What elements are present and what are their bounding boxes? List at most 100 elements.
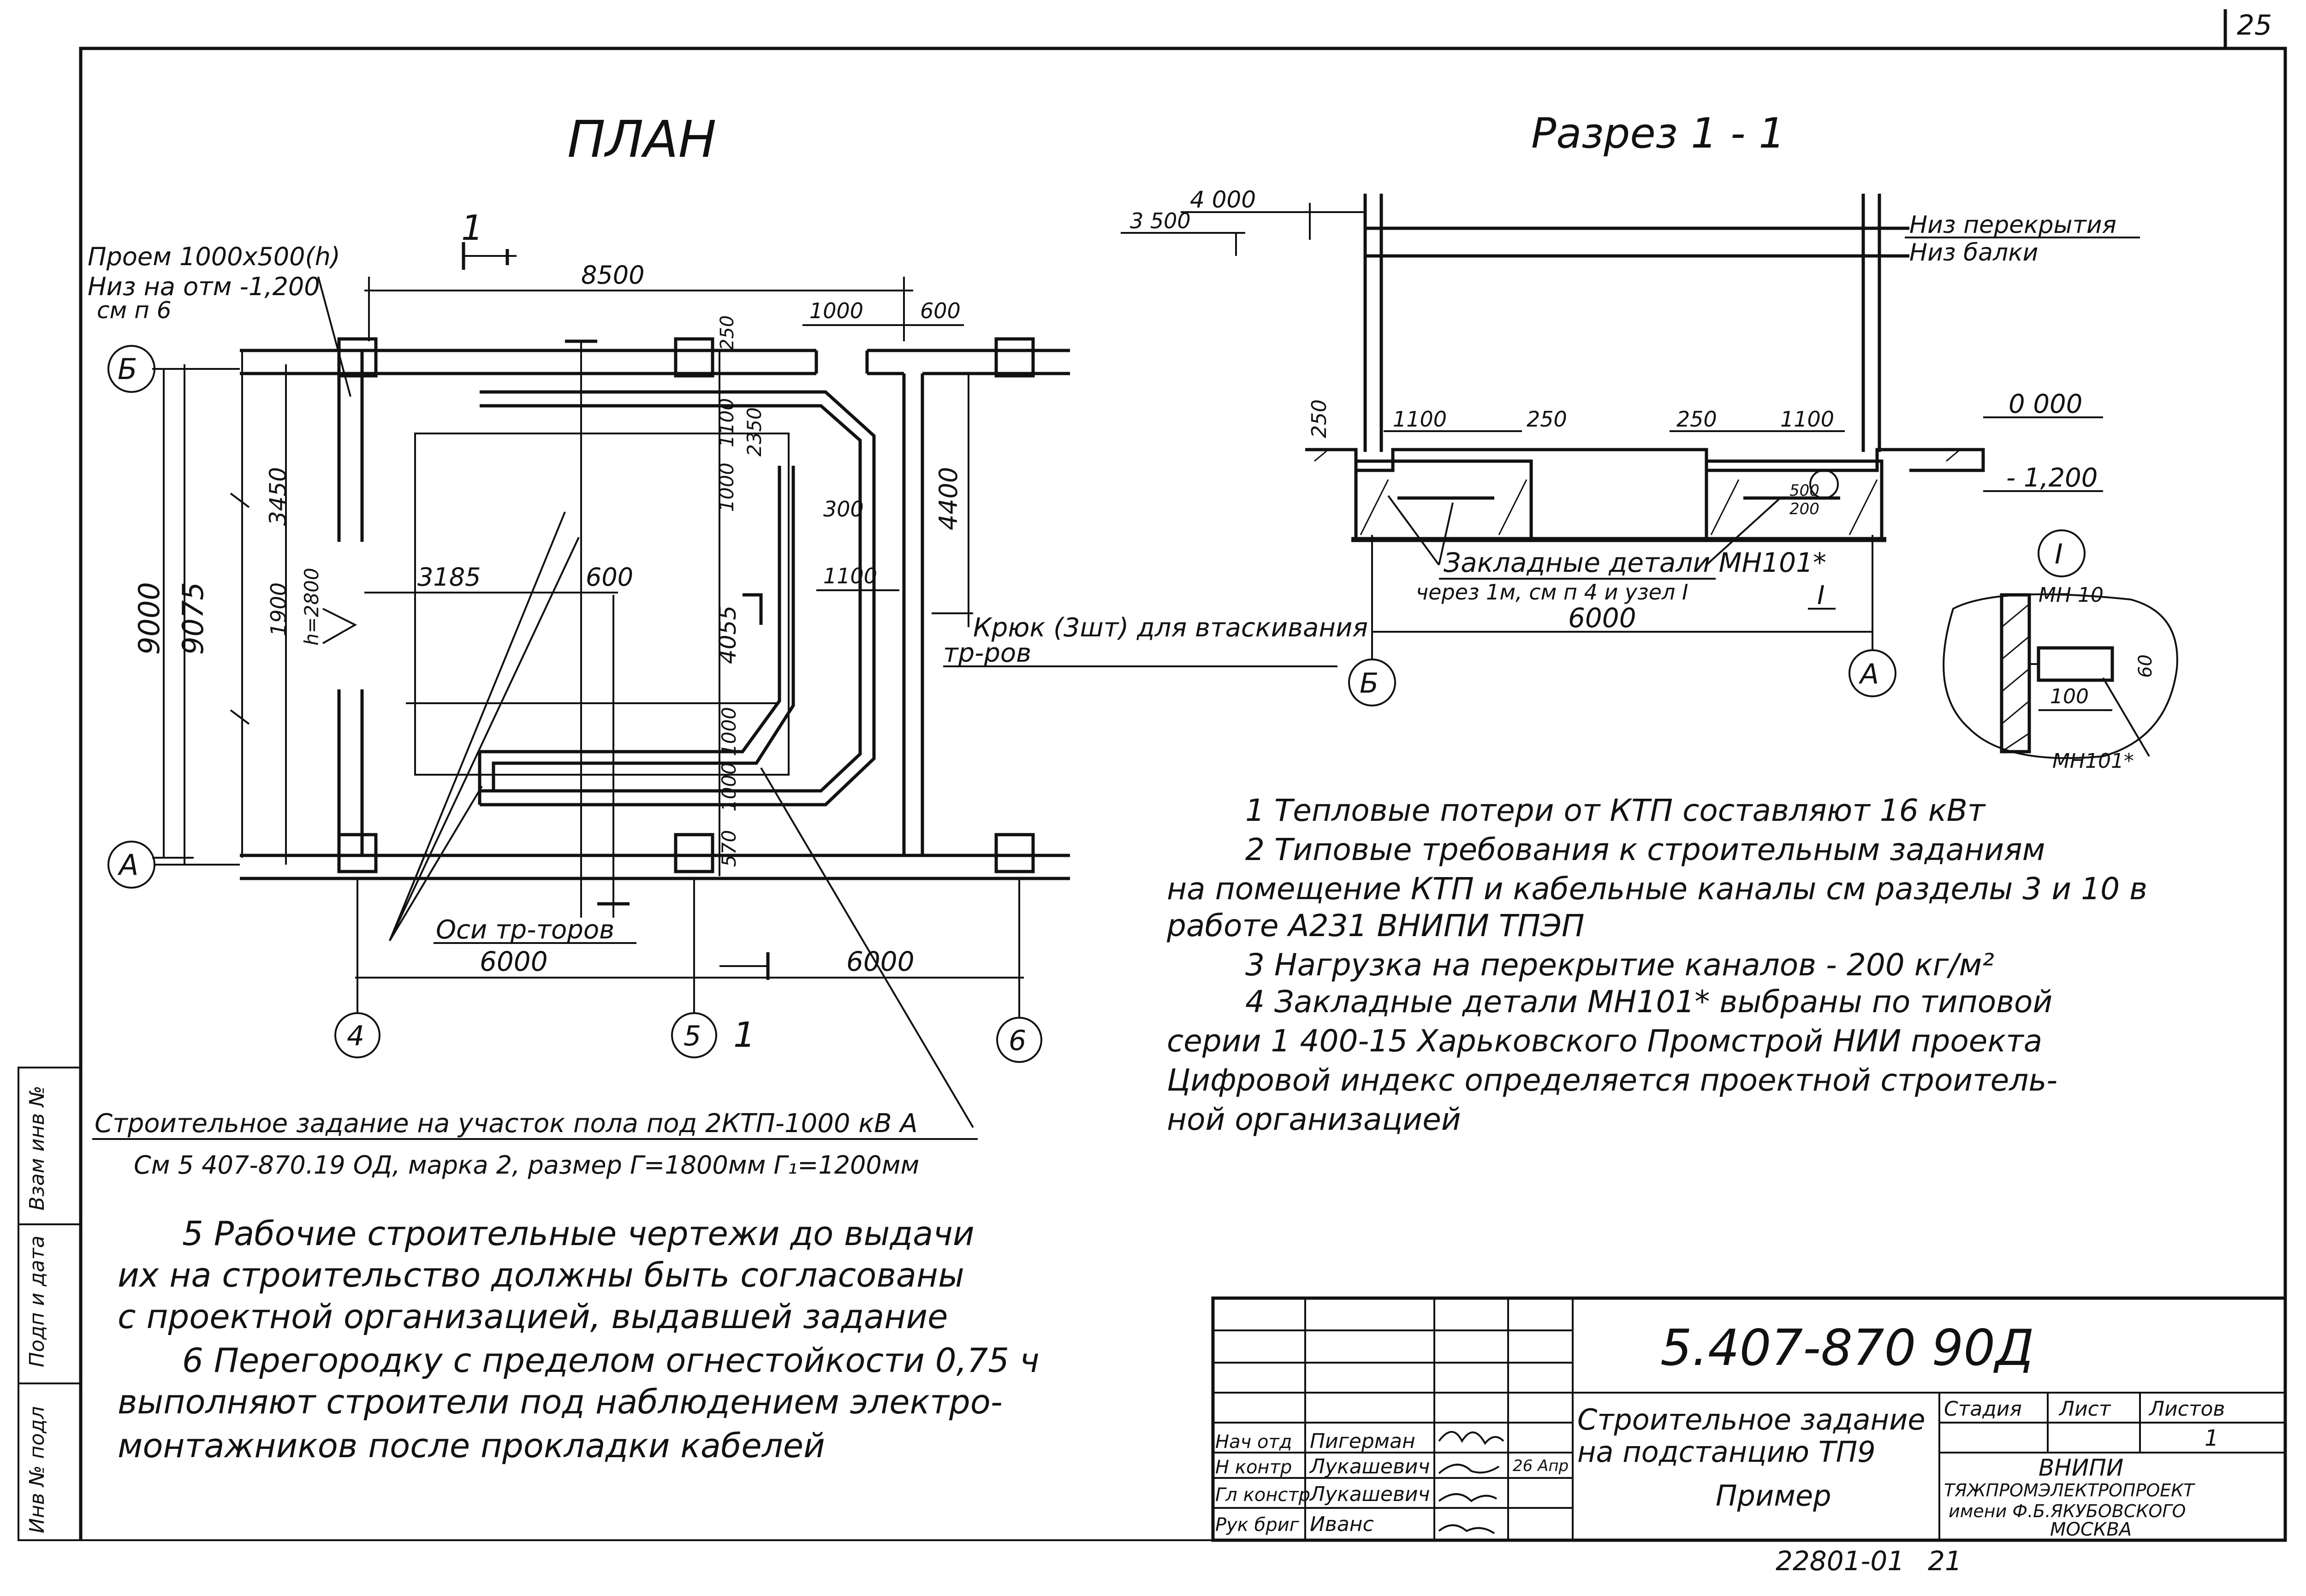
sign-date: 26 Апр [1513, 1457, 1569, 1475]
beam-bottom-label: Низ балки [1909, 239, 2038, 267]
embed-note: Закладные детали МН101* [1444, 547, 1826, 578]
stage-header: Стадия [1944, 1397, 2022, 1421]
dim-4055: 4055 [714, 605, 741, 664]
dim-600: 600 [920, 298, 961, 323]
role: Гл констр [1215, 1484, 1310, 1506]
node-ref: I [1817, 581, 1825, 611]
axis-5-label: 5 [683, 1020, 701, 1052]
axis-bubble-4 [334, 1012, 380, 1058]
hook-note-2: тр-ров [943, 638, 1031, 668]
hook-note-1: Крюк (3шт) для втаскивания [973, 613, 1368, 643]
dim-8500: 8500 [581, 261, 644, 290]
note-line: ной организацией [1167, 1102, 1461, 1137]
sec-dim-0000: 0 000 [2009, 389, 2082, 419]
note-line: на помещение КТП и кабельные каналы см р… [1167, 871, 2147, 907]
node-mark-circle [2038, 529, 2086, 577]
doc-code: 5.407-870 90Д [1660, 1319, 2034, 1377]
cable-channel-left [1354, 459, 1533, 541]
role: Нач отд [1215, 1431, 1292, 1453]
note-lower-line: с проектной организацией, выдавшей задан… [118, 1297, 948, 1336]
title-block: 5.407-870 90Д Нач отд Н контр Гл констр … [1211, 1296, 2287, 1542]
column [994, 833, 1035, 873]
dim-9000: 9000 [132, 582, 166, 655]
stamp-orig-inv: Инв № подл [25, 1406, 49, 1533]
assignment-block: Строительное задание на участок пола под… [92, 1109, 978, 1180]
note-line: 1 Тепловые потери от КТП составляют 16 к… [1245, 793, 1986, 828]
sec-dim-250a: 250 [1308, 399, 1331, 438]
sec-dim-4000: 4 000 [1190, 186, 1256, 213]
note-lower-line: 5 Рабочие строительные чертежи до выдачи [182, 1214, 975, 1253]
dim-600-plan: 600 [586, 563, 633, 592]
role: Рук бриг [1215, 1514, 1300, 1536]
node-mark: I [2055, 538, 2063, 570]
sec-dim-1100a: 1100 [1393, 407, 1447, 432]
footer: 22801-01 21 [1776, 1545, 1962, 1577]
sec-dim-250b: 250 [1527, 407, 1567, 432]
axis-6-label: 6 [1009, 1025, 1026, 1057]
note-lower-line: выполняют строители под наблюдением элек… [118, 1382, 1003, 1421]
name: Пигерман [1310, 1430, 1415, 1453]
sec-dim-500: 500 [1789, 481, 1819, 500]
dim-300: 300 [823, 497, 864, 522]
assignment-title: Строительное задание на участок пола под… [95, 1109, 918, 1139]
dim-1000: 1000 [809, 298, 863, 323]
sec-dim-3500: 3 500 [1130, 208, 1191, 233]
column [674, 833, 714, 873]
stamp-signature-date: Подп и дата [25, 1235, 49, 1367]
dim-h2800: h=2800 [300, 568, 323, 646]
sec-dim-250c: 250 [1676, 407, 1717, 432]
note-line: Цифровой индекс определяется проектной с… [1167, 1062, 2057, 1098]
dim-1000-lower: 1000 [718, 707, 740, 756]
note-line: 4 Закладные детали МН101* выбраны по тип… [1245, 984, 2052, 1020]
node-dim-60: 60 [2135, 654, 2156, 678]
sec-axis-a: А [1858, 658, 1879, 690]
opening-note-2: Низ на отм -1,200 [88, 272, 320, 301]
axis-bubble-6 [996, 1017, 1042, 1063]
section-view: Разрез 1 - 1 4 000 3 500 Низ перекрытия … [1121, 109, 2140, 706]
column [337, 337, 378, 378]
plan-title: ПЛАН [567, 110, 716, 169]
axis-b-label: Б [118, 352, 137, 386]
plan-view: ПЛАН Проем 1000х500(h) Низ на отм -1,200… [88, 110, 1368, 1128]
node-mn101: МН101* [2052, 749, 2134, 773]
org-4: МОСКВА [2050, 1519, 2132, 1540]
notes-lower-block: 5 Рабочие строительные чертежи до выдачи… [118, 1214, 1040, 1465]
axis-4-label: 4 [347, 1020, 364, 1052]
dim-3450: 3450 [265, 467, 291, 526]
sec-dim-200: 200 [1789, 500, 1819, 518]
opening-note-1: Проем 1000х500(h) [88, 242, 340, 271]
dim-6000-left: 6000 [480, 946, 548, 977]
sheets-header: Листов [2148, 1397, 2225, 1421]
dim-3185: 3185 [417, 563, 481, 592]
dim-1900: 1900 [266, 582, 291, 636]
corner-number: 25 [2237, 9, 2272, 42]
axis-note: Оси тр-торов [436, 915, 614, 945]
sec-dim-1100b: 1100 [1780, 407, 1834, 432]
dim-1000-lower2: 1000 [718, 762, 740, 812]
name: Лукашевич [1309, 1483, 1430, 1506]
dim-570: 570 [718, 830, 740, 867]
note-line: 2 Типовые требования к строительным зада… [1245, 832, 2045, 867]
sec-dim-6000: 6000 [1568, 602, 1636, 634]
org-2: ТЯЖПРОМЭЛЕКТРОПРОЕКТ [1944, 1480, 2195, 1501]
floor-bottom-label: Низ перекрытия [1909, 211, 2116, 239]
dim-4400: 4400 [934, 467, 963, 530]
note-line: работе А231 ВНИПИ ТПЭП [1166, 908, 1584, 943]
side-stamp: Взам инв № Подп и дата Инв № подл [18, 1067, 82, 1541]
column [674, 337, 714, 378]
org-3: имени Ф.Б.ЯКУБОВСКОГО [1949, 1501, 2186, 1521]
dim-9075: 9075 [176, 582, 210, 655]
column [994, 337, 1035, 378]
section-mark-top: 1 [461, 208, 483, 248]
note-line: серии 1 400-15 Харьковского Промстрой НИ… [1167, 1023, 2042, 1059]
axis-a-label: А [117, 848, 138, 882]
notes-block: 1 Тепловые потери от КТП составляют 16 к… [1166, 793, 2147, 1137]
sheets-value: 1 [2205, 1425, 2219, 1451]
note-lower-line: 6 Перегородку с пределом огнестойкости 0… [182, 1341, 1040, 1380]
note-lower-line: их на строительство должны быть согласов… [118, 1256, 964, 1294]
note-lower-line: монтажников после прокладки кабелей [118, 1426, 825, 1465]
dim-6000-right: 6000 [846, 946, 915, 977]
footer-doc-number: 22801-01 [1776, 1545, 1904, 1577]
name: Иванс [1310, 1513, 1374, 1536]
